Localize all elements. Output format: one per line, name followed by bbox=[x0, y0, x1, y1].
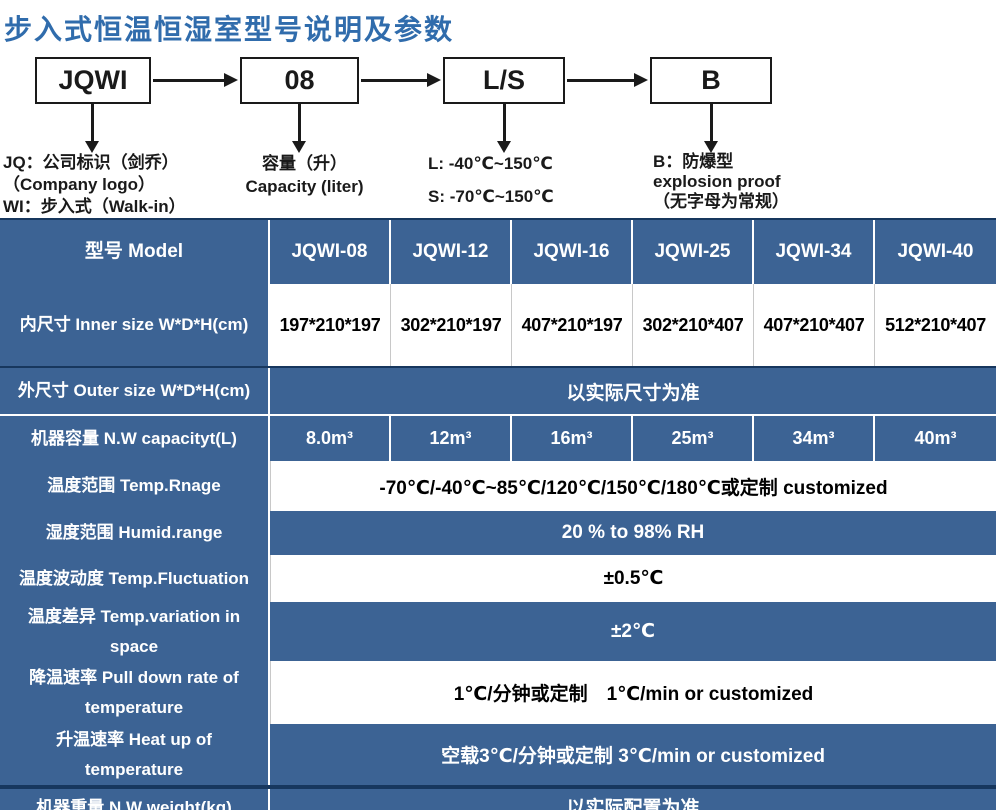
desc-line: Capacity (liter) bbox=[245, 177, 364, 196]
desc-line: S: -70℃~150℃ bbox=[428, 187, 554, 206]
desc-line: L: -40℃~150℃ bbox=[428, 154, 553, 173]
table-row-temp-fluctuation: 温度波动度 Temp.Fluctuation ±0.5℃ bbox=[0, 555, 996, 602]
cell-value: -70℃/-40℃~85℃/120℃/150℃/180℃或定制 customiz… bbox=[270, 461, 996, 511]
flow-desc-company: JQ：公司标识（剑乔） （Company logo） WI：步入式（Walk-i… bbox=[3, 152, 238, 218]
header-label: 型号 Model bbox=[0, 220, 270, 284]
table-row-humidity-range: 湿度范围 Humid.range 20 % to 98% RH bbox=[0, 511, 996, 555]
desc-line: JQ：公司标识（剑乔） bbox=[3, 153, 179, 172]
arrow-right-icon bbox=[153, 73, 238, 87]
cell-value: 512*210*407 bbox=[875, 284, 996, 366]
table-row-outer-size: 外尺寸 Outer size W*D*H(cm) 以实际尺寸为准 bbox=[0, 368, 996, 414]
table-row-capacity: 机器容量 N.W capacityt(L) 8.0m³ 12m³ 16m³ 25… bbox=[0, 414, 996, 461]
cell-value: 8.0m³ bbox=[270, 416, 391, 461]
row-label: 降温速率 Pull down rate of temperature bbox=[0, 661, 270, 724]
desc-line: B：防爆型 bbox=[653, 152, 734, 171]
table-row-weight-partial: 机器重量 N.W weight(kg) 以实际配置为准 bbox=[0, 789, 996, 810]
page-title: 步入式恒温恒湿室型号说明及参数 bbox=[4, 14, 455, 45]
row-label: 机器重量 N.W weight(kg) bbox=[0, 789, 270, 810]
desc-line: WI：步入式（Walk-in） bbox=[3, 197, 186, 216]
arrow-down-icon bbox=[497, 104, 511, 153]
row-label: 外尺寸 Outer size W*D*H(cm) bbox=[0, 368, 270, 414]
model-code-diagram: JQWI 08 L/S B JQ：公司标识（剑乔） （Company logo）… bbox=[0, 48, 996, 218]
cell-value: 25m³ bbox=[633, 416, 754, 461]
row-label: 温度差异 Temp.variation in space bbox=[0, 602, 270, 661]
cell-value: 以实际配置为准 bbox=[270, 789, 996, 810]
cell-value: 302*210*197 bbox=[391, 284, 512, 366]
table-header-row: 型号 Model JQWI-08 JQWI-12 JQWI-16 JQWI-25… bbox=[0, 220, 996, 284]
header-model: JQWI-12 bbox=[391, 220, 512, 284]
flow-desc-temp: L: -40℃~150℃ S: -70℃~150℃ bbox=[428, 152, 608, 208]
arrow-right-icon bbox=[567, 73, 648, 87]
header-model: JQWI-25 bbox=[633, 220, 754, 284]
row-label: 内尺寸 Inner size W*D*H(cm) bbox=[0, 284, 270, 366]
arrow-down-icon bbox=[85, 104, 99, 153]
cell-value: 407*210*407 bbox=[754, 284, 875, 366]
flow-box-capacity-code: 08 bbox=[240, 57, 359, 104]
table-row-heatup-rate: 升温速率 Heat up of temperature 空载3℃/分钟或定制 3… bbox=[0, 724, 996, 785]
divider bbox=[0, 785, 996, 789]
desc-line: 容量（升） bbox=[262, 154, 347, 173]
desc-line: （无字母为常规） bbox=[653, 192, 789, 211]
flow-desc-capacity: 容量（升） Capacity (liter) bbox=[222, 152, 387, 198]
cell-value: 1℃/分钟或定制 1℃/min or customized bbox=[270, 661, 996, 724]
row-label: 机器容量 N.W capacityt(L) bbox=[0, 416, 270, 461]
cell-value: 20 % to 98% RH bbox=[270, 511, 996, 555]
cell-value: 40m³ bbox=[875, 416, 996, 461]
cell-value: 197*210*197 bbox=[270, 284, 391, 366]
cell-value: 407*210*197 bbox=[512, 284, 633, 366]
table-row-temp-range: 温度范围 Temp.Rnage -70℃/-40℃~85℃/120℃/150℃/… bbox=[0, 461, 996, 511]
flow-box-explosion-code: B bbox=[650, 57, 772, 104]
cell-value: 12m³ bbox=[391, 416, 512, 461]
row-label: 温度波动度 Temp.Fluctuation bbox=[0, 555, 270, 602]
cell-value: ±2℃ bbox=[270, 602, 996, 661]
header-model: JQWI-16 bbox=[512, 220, 633, 284]
cell-value: 302*210*407 bbox=[633, 284, 754, 366]
row-label: 湿度范围 Humid.range bbox=[0, 511, 270, 555]
spec-table: 型号 Model JQWI-08 JQWI-12 JQWI-16 JQWI-25… bbox=[0, 218, 996, 810]
cell-value: 16m³ bbox=[512, 416, 633, 461]
row-label: 温度范围 Temp.Rnage bbox=[0, 461, 270, 511]
cell-value: ±0.5℃ bbox=[270, 555, 996, 602]
flow-box-company-code: JQWI bbox=[35, 57, 151, 104]
header-model: JQWI-08 bbox=[270, 220, 391, 284]
divider bbox=[0, 366, 996, 368]
header-model: JQWI-34 bbox=[754, 220, 875, 284]
flow-desc-explosion: B：防爆型 explosion proof （无字母为常规） bbox=[653, 152, 853, 212]
cell-value: 空载3℃/分钟或定制 3℃/min or customized bbox=[270, 724, 996, 785]
flow-box-temp-code: L/S bbox=[443, 57, 565, 104]
table-row-pulldown-rate: 降温速率 Pull down rate of temperature 1℃/分钟… bbox=[0, 661, 996, 724]
row-label: 升温速率 Heat up of temperature bbox=[0, 724, 270, 785]
arrow-down-icon bbox=[704, 104, 718, 153]
arrow-down-icon bbox=[292, 104, 306, 153]
table-row-temp-variation: 温度差异 Temp.variation in space ±2℃ bbox=[0, 602, 996, 661]
table-row-inner-size: 内尺寸 Inner size W*D*H(cm) 197*210*197 302… bbox=[0, 284, 996, 366]
cell-value: 34m³ bbox=[754, 416, 875, 461]
cell-value: 以实际尺寸为准 bbox=[270, 368, 996, 414]
header-model: JQWI-40 bbox=[875, 220, 996, 284]
desc-line: （Company logo） bbox=[3, 175, 156, 194]
arrow-right-icon bbox=[361, 73, 441, 87]
desc-line: explosion proof bbox=[653, 172, 781, 191]
